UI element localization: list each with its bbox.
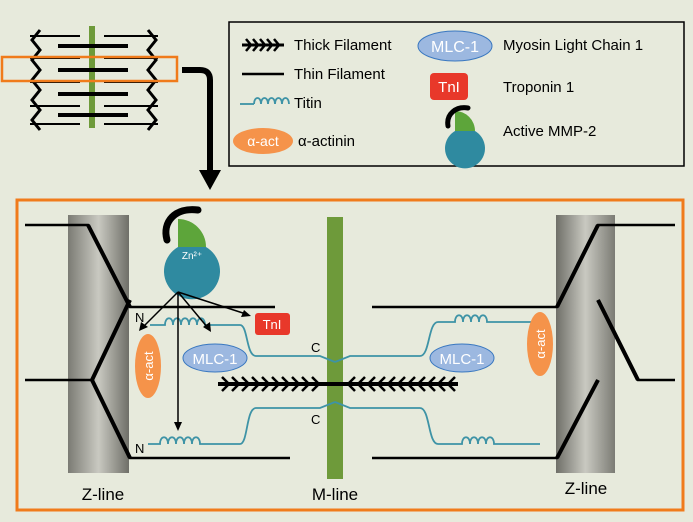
m-line: [327, 217, 343, 479]
legend: Thick Filament Thin Filament Titin α-act…: [228, 21, 685, 169]
legend-mmp2-label: Active MMP-2: [503, 123, 596, 140]
legend-mlc1-label: Myosin Light Chain 1: [503, 37, 643, 54]
mlc1-left: [182, 343, 248, 373]
legend-tni-label: Troponin 1: [503, 79, 574, 96]
n-terminus-upper: N: [135, 310, 144, 325]
legend-alpha-actinin-badge-text: α-act: [247, 133, 279, 149]
detail-panel: Zn²⁺ α-act α-act MLC-1 MLC-1 TnI N N C C: [15, 198, 685, 512]
legend-mlc1-badge-text: MLC-1: [431, 39, 479, 56]
alpha-actinin-right-text: α-act: [533, 329, 548, 359]
mlc1-right: [429, 343, 495, 373]
zoom-region-box: [0, 55, 179, 83]
thick-filament: [218, 376, 458, 392]
legend-alpha-actinin-badge: [233, 128, 293, 154]
legend-thin-filament-label: Thin Filament: [294, 66, 386, 83]
tni-detail-badge-text: TnI: [263, 317, 282, 332]
legend-tni-badge-text: TnI: [438, 79, 460, 96]
n-terminus-lower: N: [135, 441, 144, 456]
legend-alpha-actinin-label: α-actinin: [298, 133, 355, 150]
alpha-actinin-left-text: α-act: [141, 351, 156, 381]
mlc1-left-text: MLC-1: [192, 351, 237, 368]
alpha-actinin-right: [527, 312, 553, 376]
legend-tni-badge: [430, 73, 468, 100]
z-line-connectors: [86, 224, 640, 459]
zoom-arrow: [182, 67, 221, 190]
titin-springs: [148, 314, 540, 445]
legend-thick-filament-symbol: [242, 38, 284, 52]
active-mmp2: [162, 206, 221, 300]
z-line-right-label: Z-line: [565, 479, 608, 498]
z-line-left: [68, 215, 129, 473]
c-terminus-lower: C: [311, 412, 320, 427]
legend-titin-symbol: [240, 97, 290, 105]
c-terminus-upper: C: [311, 340, 320, 355]
legend-mlc1-badge: [417, 30, 493, 62]
detail-zoom-frame: [15, 198, 685, 512]
legend-titin-label: Titin: [294, 95, 322, 112]
mlc1-right-text: MLC-1: [439, 351, 484, 368]
z-line-left-label: Z-line: [82, 485, 125, 504]
m-line-label: M-line: [312, 485, 358, 504]
legend-thick-filament-label: Thick Filament: [294, 37, 392, 54]
overview-sarcomere: [0, 26, 179, 131]
z-line-right: [556, 215, 615, 473]
tni-detail-badge: [255, 313, 290, 335]
zinc-label: Zn²⁺: [182, 251, 202, 262]
cleavage-arrows: [139, 291, 251, 431]
legend-mmp2-symbol: [445, 105, 485, 169]
alpha-actinin-left: [135, 334, 161, 398]
